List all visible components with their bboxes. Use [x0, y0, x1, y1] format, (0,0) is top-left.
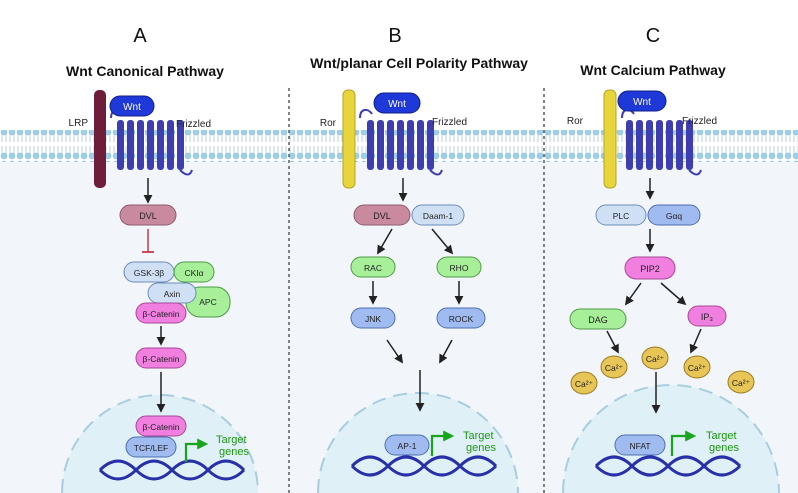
pip2-node — [624, 256, 676, 280]
arrow-ip3-ca — [689, 328, 702, 354]
frizzled-receptor-a — [110, 108, 193, 176]
axin-label: Axin — [164, 289, 181, 299]
gaq-label: Gαq — [666, 211, 683, 221]
ca-ion-2 — [641, 346, 669, 370]
panel-c-letter: C — [646, 25, 660, 47]
lrp-label: LRP — [69, 118, 89, 129]
genes-label-c: genes — [709, 442, 739, 454]
wnt-label-c: Wnt — [633, 97, 651, 108]
ror-coreceptor-b — [342, 89, 356, 189]
wnt-ligand-c — [617, 90, 667, 112]
apc-label: APC — [199, 297, 216, 307]
ror-label-b: Ror — [320, 118, 337, 129]
arrow-pip2-dag — [624, 282, 642, 306]
beta-catenin-nuclear-node — [135, 415, 187, 437]
pip2-label: PIP2 — [640, 264, 660, 274]
beta-catenin-complex-node — [135, 302, 187, 324]
dag-node — [569, 308, 627, 330]
ror-coreceptor-c — [603, 89, 617, 189]
frizzled-label-a: Frizzled — [176, 119, 211, 130]
tcf-lef-node — [125, 436, 177, 458]
rac-label: RAC — [364, 263, 382, 273]
target-arrow-a — [184, 438, 209, 462]
plc-node — [595, 204, 647, 226]
target-arrow-b — [430, 430, 455, 456]
ip3-label: IP₃ — [701, 312, 714, 322]
wnt-ligand-b — [373, 92, 421, 114]
ca-label-3: Ca²⁺ — [688, 363, 707, 373]
panel-a-letter: A — [133, 25, 147, 47]
dvl-node-a — [119, 204, 177, 226]
target-arrow-c — [670, 430, 697, 456]
panel-b-letter: B — [388, 25, 401, 47]
target-label-b: Target — [463, 430, 494, 442]
ap1-label: AP-1 — [398, 441, 417, 451]
genes-label-b: genes — [466, 442, 496, 454]
rac-node — [350, 256, 396, 278]
ck1a-label: CKIα — [184, 268, 203, 278]
panel-c-title: Wnt Calcium Pathway — [580, 62, 726, 78]
beta-catenin-free-label: β-Catenin — [142, 354, 179, 364]
target-label-c: Target — [706, 430, 737, 442]
beta-catenin-free-node — [135, 347, 187, 369]
dvl-label-b: DVL — [373, 211, 391, 221]
arrow-dag-ca — [606, 330, 619, 354]
ca-ion-5 — [727, 370, 755, 394]
daam1-label: Daam-1 — [423, 211, 454, 221]
ca-label-5: Ca²⁺ — [732, 378, 751, 388]
dna-helix-a — [98, 459, 246, 481]
ca-ion-3 — [683, 355, 711, 379]
nfat-label: NFAT — [629, 441, 650, 451]
ca-label-2: Ca²⁺ — [646, 354, 665, 364]
ck1a-node — [173, 261, 215, 283]
dvl-node-b — [353, 204, 411, 226]
beta-catenin-complex-label: β-Catenin — [142, 309, 179, 319]
ca-ion-4 — [570, 371, 598, 395]
ca-ion-1 — [600, 355, 628, 379]
target-label-a: Target — [216, 434, 247, 446]
arrow-dvl-rac — [377, 228, 393, 255]
ror-label-c: Ror — [567, 116, 584, 127]
ca-label-4: Ca²⁺ — [575, 379, 594, 389]
nfat-node — [614, 434, 666, 456]
frizzled-label-c: Frizzled — [682, 116, 717, 127]
gaq-node — [647, 204, 701, 226]
dag-label: DAG — [588, 315, 608, 325]
dna-helix-b — [350, 455, 498, 477]
rock-label: ROCK — [449, 314, 474, 324]
plc-label: PLC — [613, 211, 630, 221]
dna-helix-c — [594, 455, 742, 477]
jnk-node — [350, 307, 396, 329]
daam1-node — [411, 204, 465, 226]
ip3-node — [687, 305, 727, 327]
rho-node — [436, 256, 482, 278]
wnt-label-b: Wnt — [388, 99, 406, 110]
tcf-lef-label: TCF/LEF — [134, 443, 168, 453]
calcium-ions: Ca²⁺ Ca²⁺ Ca²⁺ Ca²⁺ Ca²⁺ — [570, 346, 755, 395]
panel-a-title: Wnt Canonical Pathway — [66, 63, 224, 79]
genes-label-a: genes — [219, 446, 249, 458]
arrow-pip2-ip3 — [660, 282, 687, 306]
wnt-label-a: Wnt — [123, 102, 141, 113]
frizzled-label-b: Frizzled — [432, 117, 467, 128]
arrow-rock-nucleus — [439, 339, 453, 364]
gsk3b-label: GSK-3β — [134, 268, 165, 278]
wnt-ligand-a — [109, 95, 155, 117]
ap1-node — [384, 434, 430, 456]
rock-node — [436, 307, 486, 329]
lrp-coreceptor — [94, 90, 106, 188]
dvl-label-a: DVL — [139, 211, 157, 221]
arrow-jnk-nucleus — [386, 339, 404, 364]
frizzled-receptor-b — [359, 108, 443, 176]
rho-label: RHO — [450, 263, 469, 273]
beta-catenin-nuclear-label: β-Catenin — [142, 422, 179, 432]
ca-label-1: Ca²⁺ — [605, 363, 624, 373]
jnk-label: JNK — [365, 314, 381, 324]
panel-b-title: Wnt/planar Cell Polarity Pathway — [310, 55, 528, 71]
arrow-daam-rho — [431, 228, 454, 255]
